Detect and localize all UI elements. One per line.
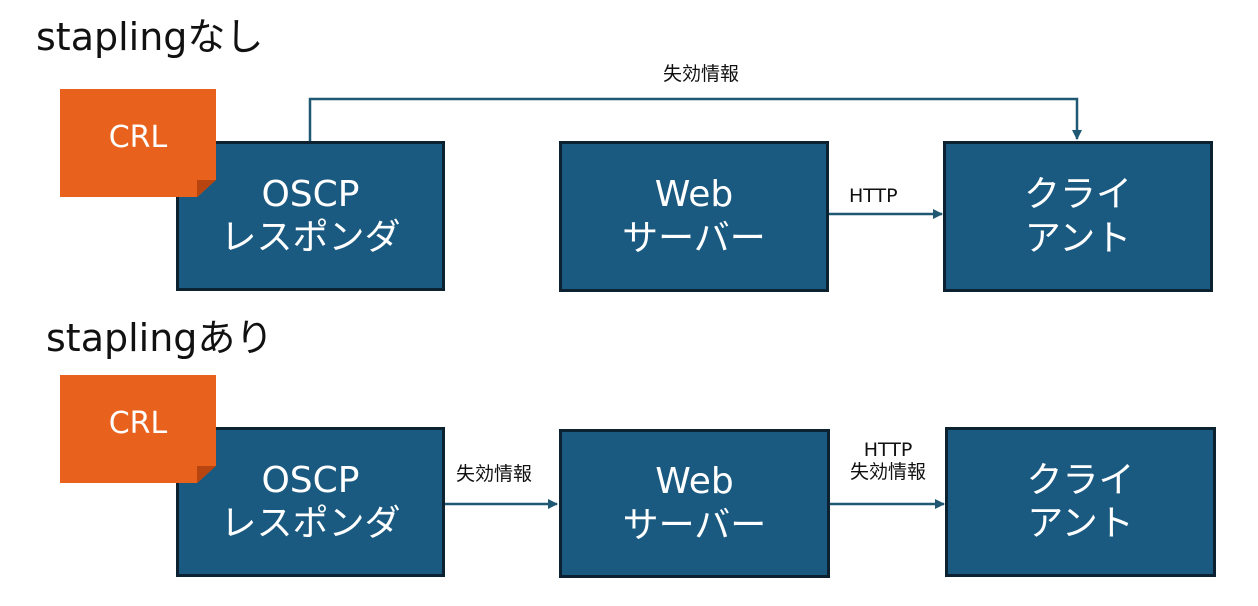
web-server-box-top: Web サーバー [559,141,829,292]
client-box-bottom: クライ アント [945,427,1216,577]
client-line1: クライ [1026,459,1135,501]
label-revocation-top: 失効情報 [663,63,740,85]
client-line2: アント [1027,503,1134,544]
label-http-bottom: HTTP [863,439,913,461]
web-line1: Web [655,461,734,503]
client-line2: アント [1024,217,1132,259]
ocsp-responder-box-bottom: OSCP レスポンダ [176,427,445,577]
ocsp-line2: レスポンダ [220,503,401,544]
section-title-without-stapling: staplingなし [36,15,264,59]
ocsp-responder-box-top: OSCP レスポンダ [176,141,445,291]
arrow-revocation-ocsp-to-client [308,97,1082,141]
web-server-box-bottom: Web サーバー [559,429,830,578]
crl-label: CRL [108,119,168,155]
client-box-top: クライ アント [943,141,1213,292]
crl-note-top: CRL [60,89,216,197]
label-revocation-bottom-2: 失効情報 [849,460,926,483]
crl-label: CRL [108,405,168,441]
ocsp-line1: OSCP [261,459,360,501]
label-http-revocation-bottom: HTTP 失効情報 [838,439,938,484]
ocsp-line1: OSCP [261,173,360,215]
ocsp-line2: レスポンダ [220,217,401,258]
crl-note-bottom: CRL [60,375,216,483]
client-line1: クライ [1023,174,1132,216]
web-line2: サーバー [622,217,766,259]
label-http-top: HTTP [849,185,898,207]
web-line2: サーバー [622,504,767,546]
section-title-with-stapling: staplingあり [46,316,274,360]
web-line1: Web [654,174,734,216]
label-revocation-bottom: 失効情報 [456,463,533,485]
